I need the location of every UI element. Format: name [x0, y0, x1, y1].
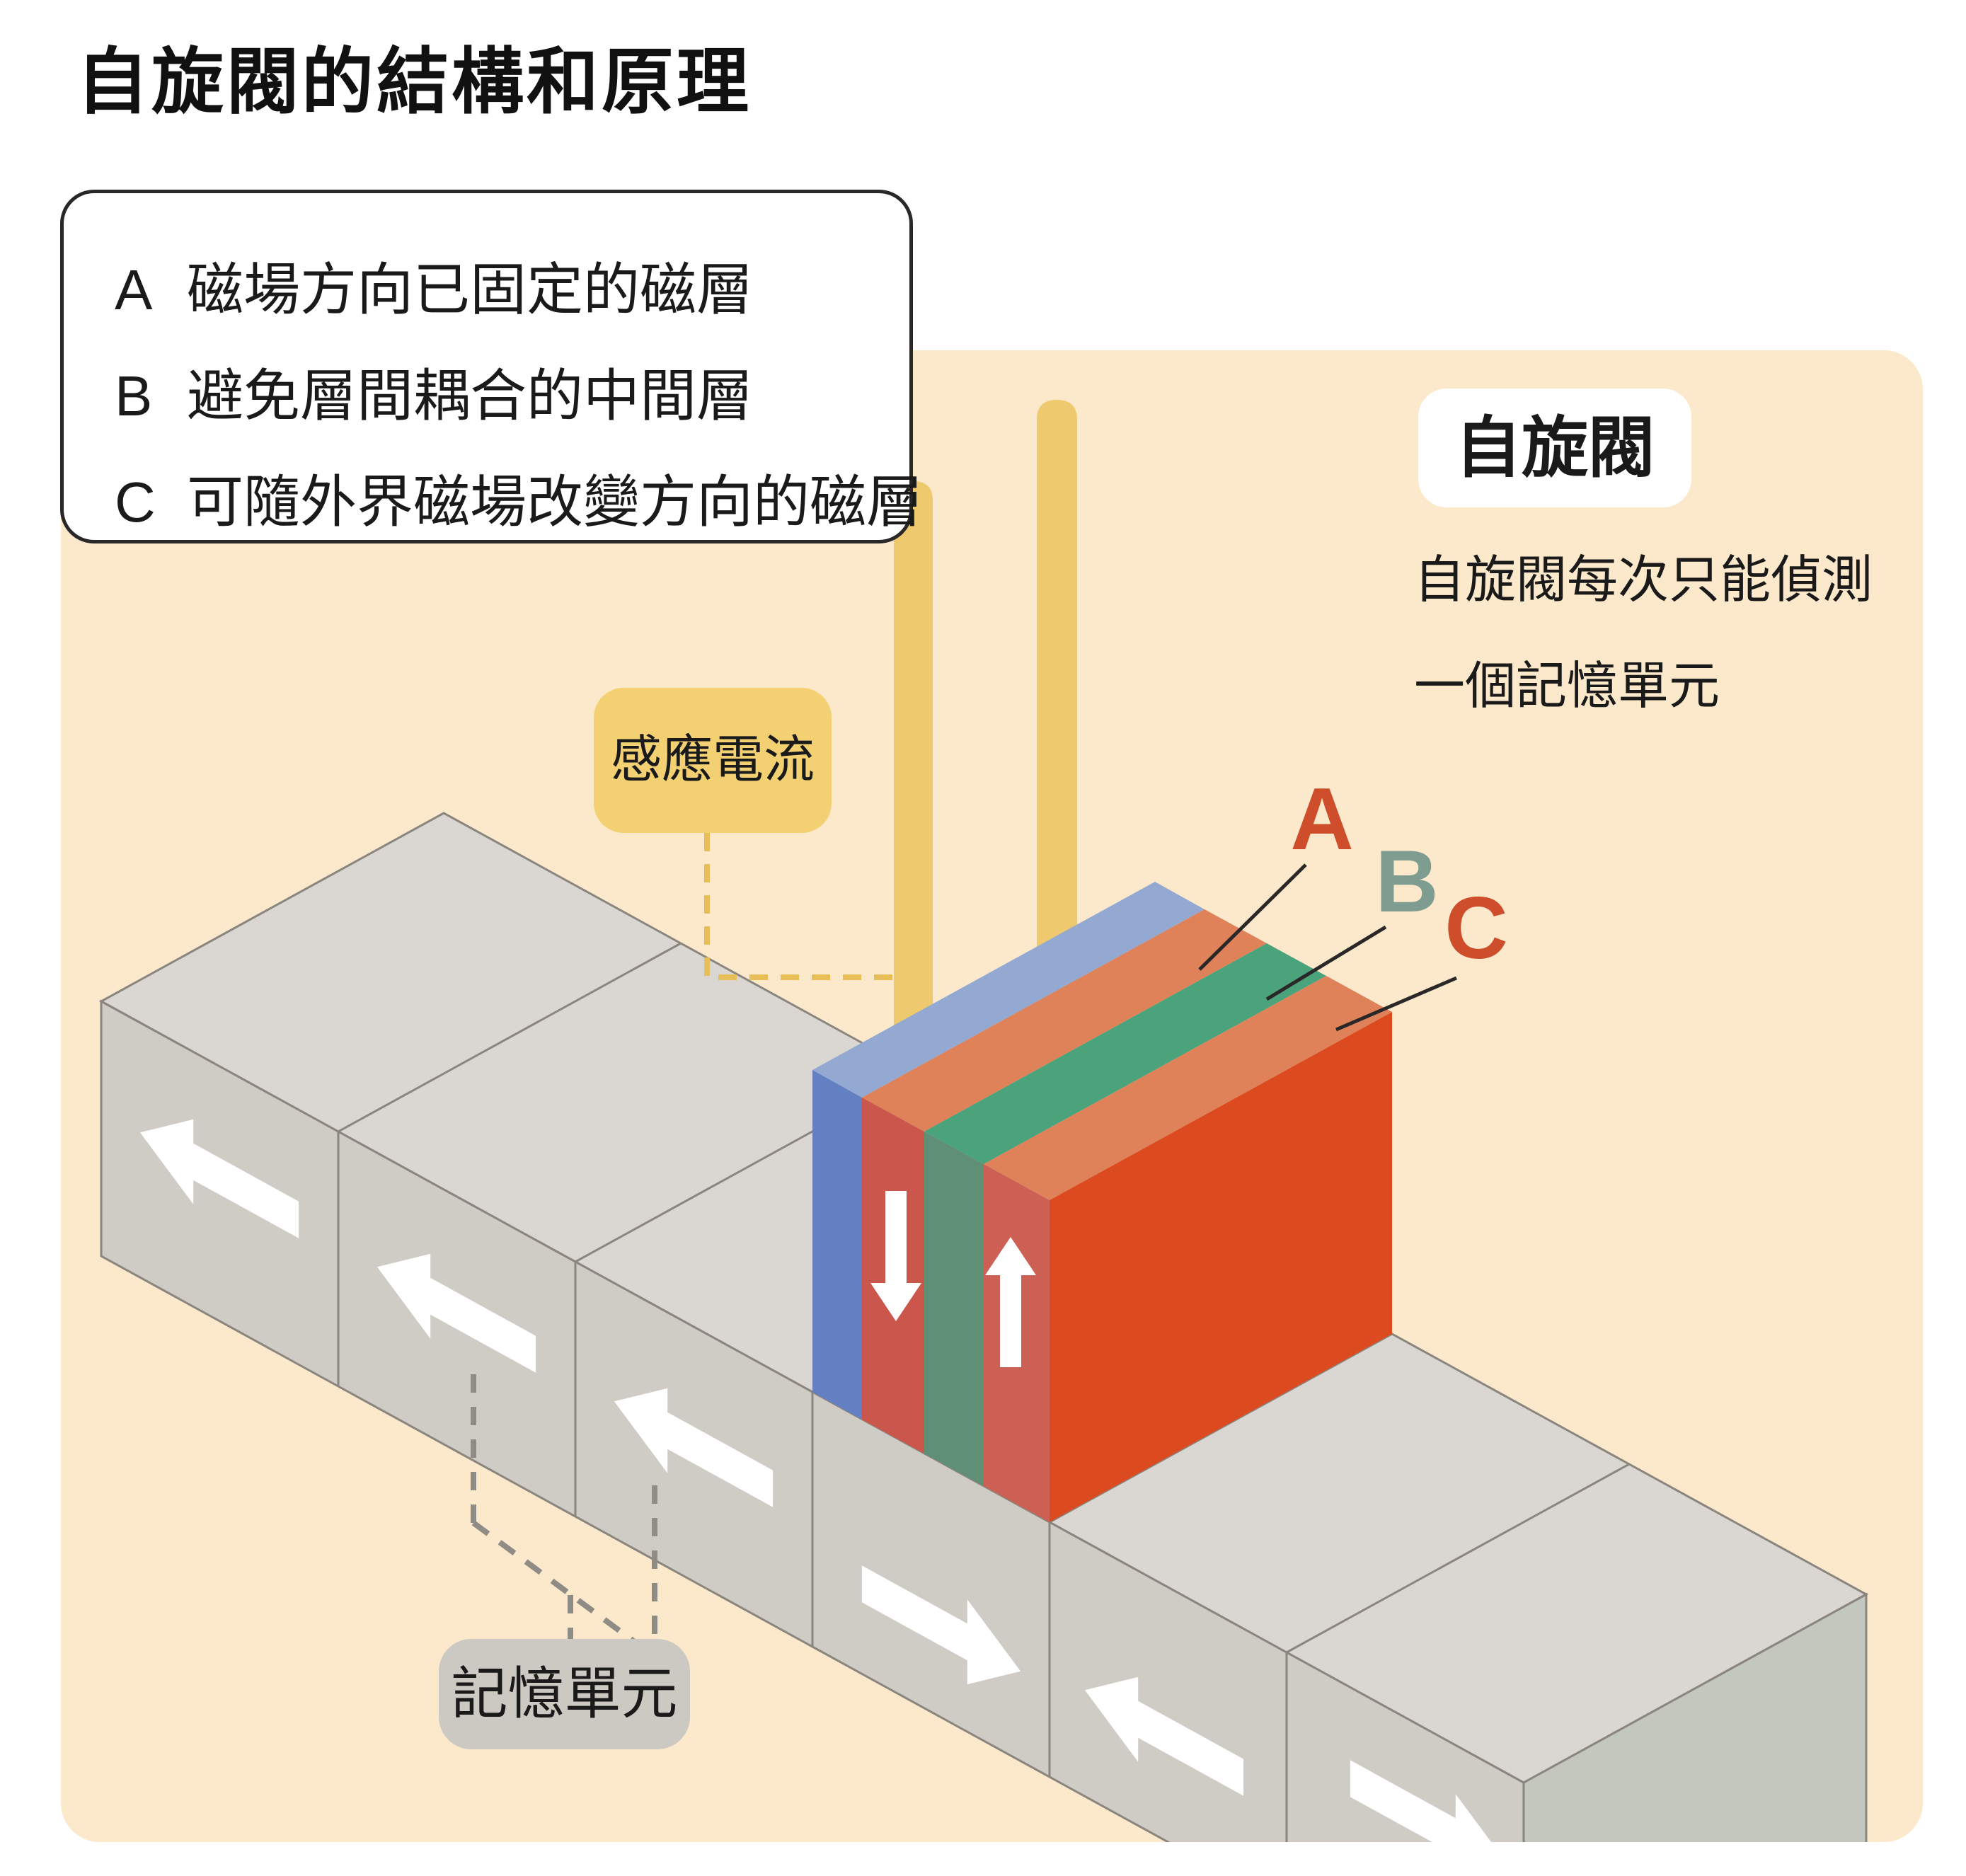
- memory-cell-leader-dashes: [471, 1374, 657, 1659]
- valve-layer-free-top: [984, 976, 1392, 1200]
- valve-layer-blue-top: [812, 882, 1205, 1098]
- magnetization-arrow-left-icon: [376, 1253, 536, 1373]
- magnetization-arrow-left-icon: [614, 1388, 774, 1507]
- magnetization-arrow-left-icon: [139, 1119, 299, 1238]
- legend-box: A 磁場方向已固定的磁層 B 避免層間耦合的中間層 C 可隨外界磁場改變方向的磁…: [60, 190, 923, 543]
- spin-valve-title-badge: 自旋閥: [1418, 389, 1691, 507]
- cell-seams-front: [337, 1132, 1288, 1842]
- magnetization-arrow-right-icon: [861, 1565, 1021, 1685]
- valve-layer-blue-front: [812, 1070, 862, 1420]
- legend-row-a: A 磁場方向已固定的磁層: [115, 262, 753, 318]
- sense-current-label: 感應電流: [594, 688, 832, 833]
- layer-callout-leaders: [1198, 863, 1457, 1032]
- magnetization-arrow-left-icon: [1084, 1676, 1244, 1796]
- callout-b-leader: [1265, 925, 1387, 1001]
- sense-current-leader-dash: [704, 833, 894, 980]
- magnetization-arrow-right-icon: [1350, 1760, 1510, 1842]
- layer-callout-c: C: [1444, 880, 1508, 977]
- valve-layer-fixed-top: [862, 909, 1267, 1132]
- legend-text-c: 可隨外界磁場改變方向的磁層: [187, 471, 923, 534]
- spin-valve-caption: 自旋閥每次只能偵測 一個記憶單元: [1414, 527, 1873, 740]
- layer-callout-b: B: [1375, 833, 1439, 931]
- sense-wire-right: [1037, 400, 1077, 991]
- spin-valve-block: [812, 882, 1392, 1522]
- valve-layer-spacer-front: [924, 1132, 984, 1486]
- page-title: 自旋閥的結構和原理: [76, 42, 752, 122]
- free-layer-up-arrow-icon: [985, 1237, 1036, 1367]
- legend-row-b: B 避免層間耦合的中間層: [115, 368, 753, 425]
- callout-a-leader: [1198, 863, 1307, 971]
- legend-letter-b: B: [115, 364, 153, 427]
- legend-text-b: 避免層間耦合的中間層: [187, 364, 753, 427]
- legend-row-c: C 可隨外界磁場改變方向的磁層: [115, 474, 923, 531]
- track-end-face: [1522, 1592, 1868, 1842]
- fixed-layer-down-arrow-icon: [870, 1191, 921, 1321]
- legend-letter-c: C: [115, 471, 156, 534]
- memory-cell-label: 記憶單元: [439, 1639, 690, 1749]
- legend-letter-a: A: [115, 258, 153, 321]
- layer-callout-a: A: [1290, 771, 1354, 868]
- cell-magnetization-arrows: [139, 1119, 1510, 1842]
- spin-valve-caption-line2: 一個記憶單元: [1414, 658, 1720, 715]
- legend-text-a: 磁場方向已固定的磁層: [187, 258, 753, 321]
- sense-wire-left: [894, 481, 933, 1061]
- callout-c-leader: [1335, 976, 1457, 1032]
- sense-current-wires: [894, 400, 1077, 1061]
- valve-layer-spacer-top: [924, 943, 1326, 1164]
- valve-side-face: [1050, 1012, 1392, 1522]
- spin-valve-caption-line1: 自旋閥每次只能偵測: [1414, 552, 1873, 609]
